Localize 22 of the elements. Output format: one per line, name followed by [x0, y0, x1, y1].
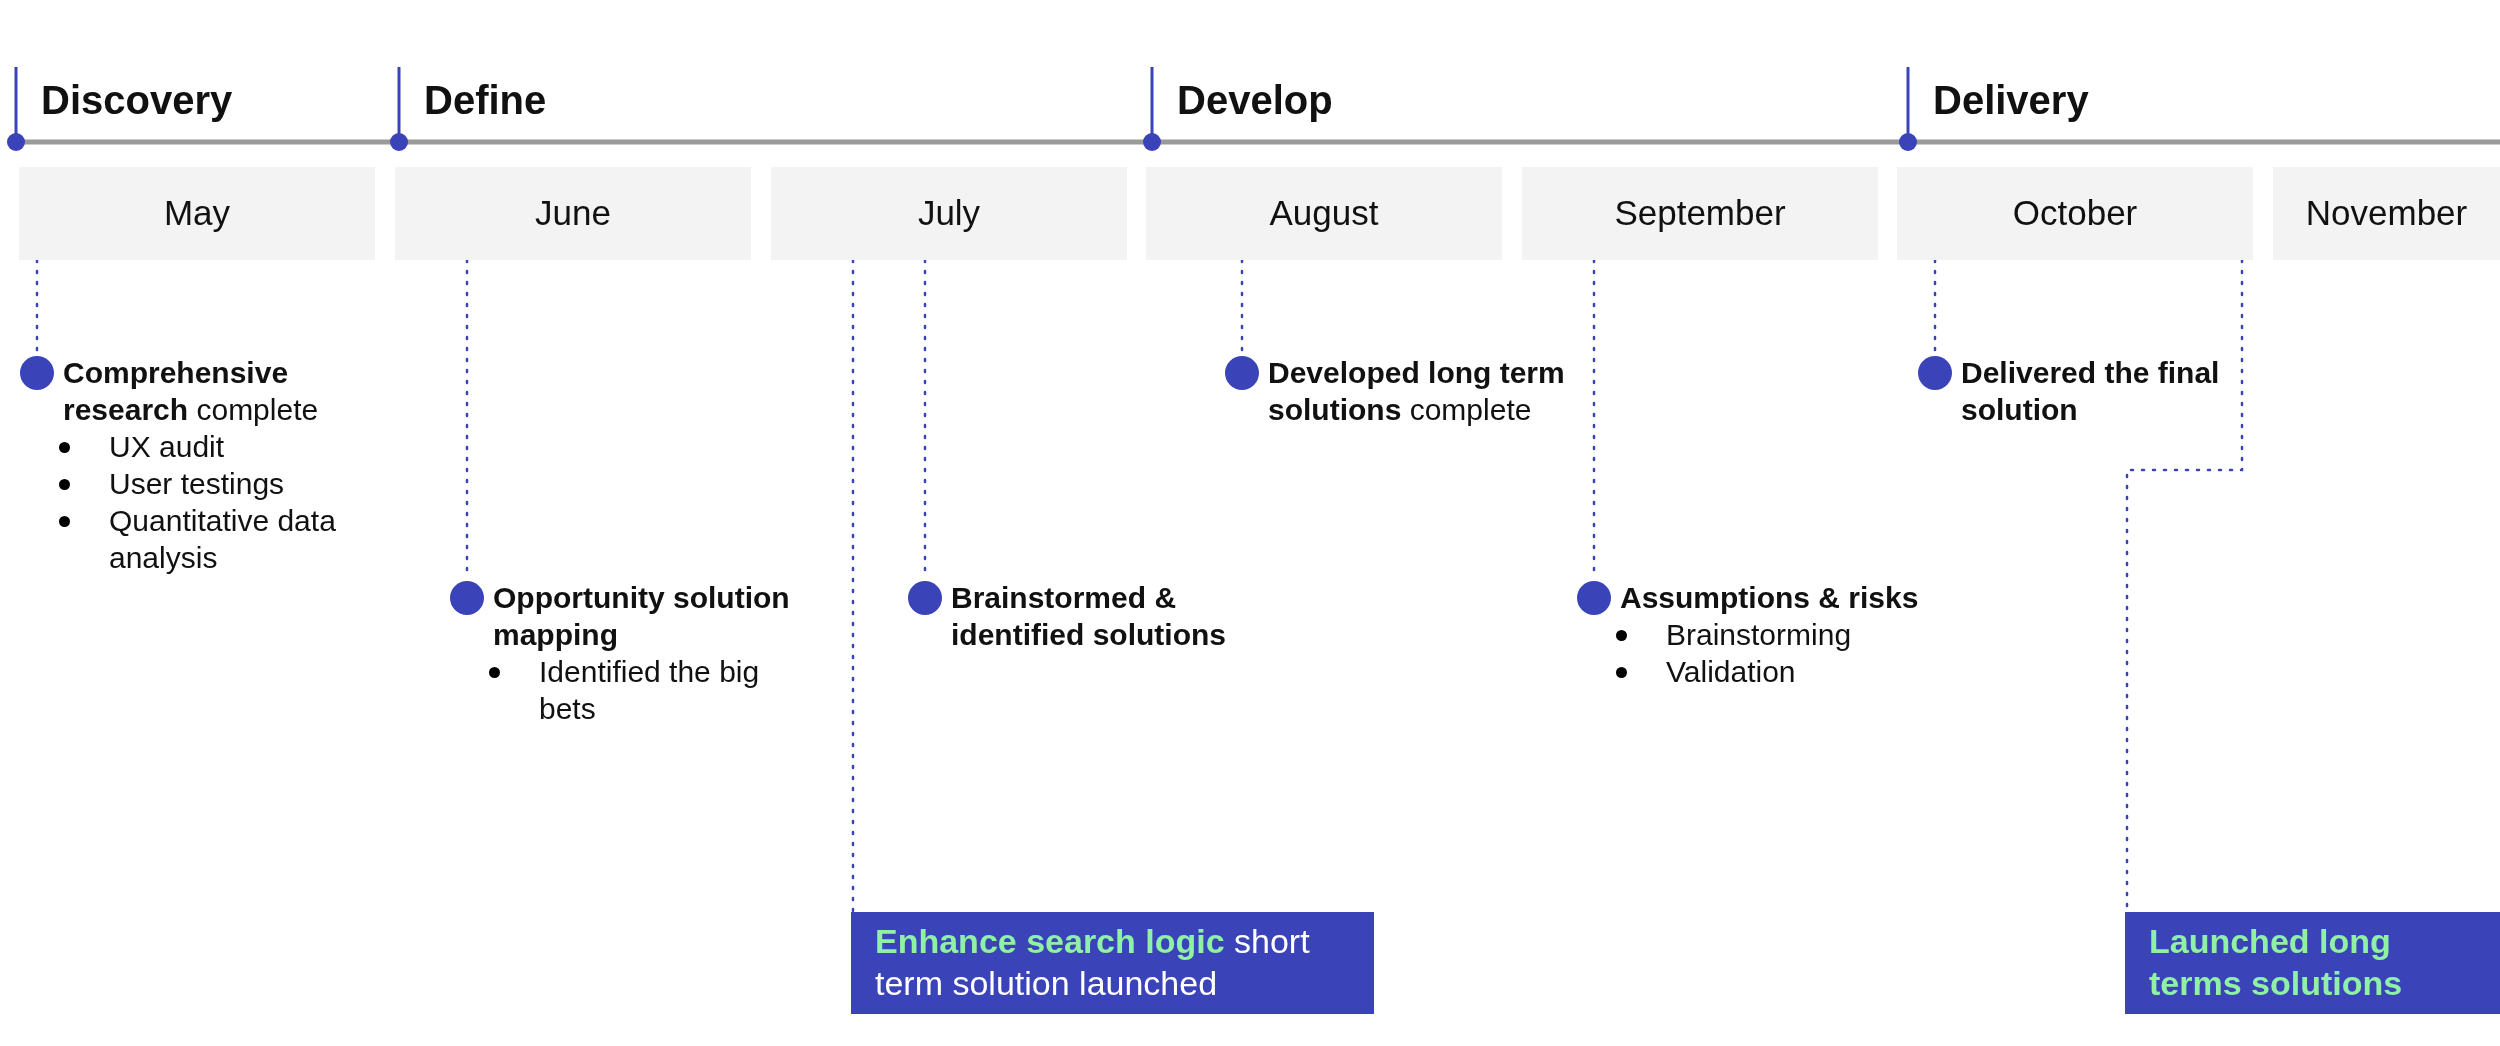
month-box: September — [1522, 167, 1878, 260]
bullet-point: Brainstorming — [1616, 616, 1950, 653]
banner-text: Launched long terms solutions — [2149, 921, 2404, 1004]
bullet-point: Identified the big bets — [489, 653, 823, 727]
month-box: July — [771, 167, 1127, 260]
banner-text: Enhance search logic short term solution launched — [875, 921, 1311, 1004]
month-box: November — [2273, 167, 2500, 260]
dotted-connector — [851, 258, 855, 914]
launch-banner — [2125, 912, 2500, 1014]
bullet-point: User testings — [59, 465, 373, 502]
month-box: May — [19, 167, 375, 260]
bullet-point: Validation — [1616, 653, 1950, 690]
phase-title: Discovery — [41, 77, 233, 124]
phase-title: Develop — [1177, 77, 1333, 124]
bullet-point: Quantitative data analysis — [59, 502, 373, 576]
month-box: August — [1146, 167, 1502, 260]
bullet-point: UX audit — [59, 428, 373, 465]
month-box: October — [1897, 167, 2253, 260]
month-box: June — [395, 167, 751, 260]
phase-title: Define — [424, 77, 547, 124]
launch-banner — [851, 912, 1374, 1014]
phase-title: Delivery — [1933, 77, 2089, 124]
